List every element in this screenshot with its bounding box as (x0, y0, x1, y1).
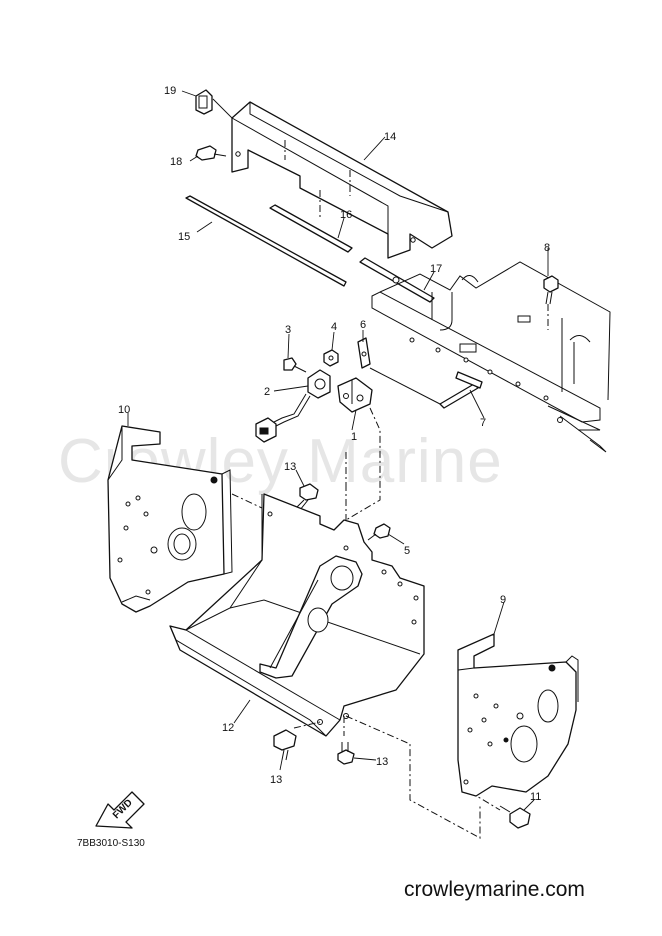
part-10-left-plate (107, 425, 263, 613)
part-9-right-plate (457, 633, 579, 797)
part-12-base-bracket (169, 493, 425, 737)
part-1-bracket (337, 377, 373, 413)
fwd-arrow-icon: FWD (95, 791, 145, 829)
callout-10: 10 (118, 404, 130, 416)
site-url[interactable]: crowleymarine.com (404, 878, 585, 901)
part-11-screw (499, 805, 531, 829)
callout-13-bottom-left: 13 (270, 774, 282, 786)
diagram-code: 7BB3010-S130 (77, 838, 145, 849)
part-13-bolt-bottom-left (273, 729, 297, 761)
part-6-clip (357, 337, 371, 369)
callout-19: 19 (164, 85, 176, 97)
part-7-link-rod (369, 367, 483, 409)
part-3-screw (283, 357, 307, 373)
callout-16: 16 (340, 209, 352, 221)
part-19-grommet (195, 89, 213, 115)
callout-2: 2 (264, 386, 270, 398)
engine-bracket-background (371, 261, 611, 453)
part-5-screw (367, 523, 391, 541)
part-2-switch (255, 369, 331, 443)
callout-5: 5 (404, 545, 410, 557)
part-4-nut (323, 349, 339, 367)
part-13-bolt-bottom-right (337, 742, 355, 765)
callout-3: 3 (285, 324, 291, 336)
callout-13-top: 13 (284, 461, 296, 473)
callout-15: 15 (178, 231, 190, 243)
callout-18: 18 (170, 156, 182, 168)
callout-11: 11 (530, 791, 541, 803)
callout-9: 9 (500, 594, 506, 606)
part-18-screw (195, 145, 227, 161)
callout-8: 8 (544, 242, 550, 254)
callout-13-bottom-right: 13 (376, 756, 388, 768)
part-15-strip (185, 195, 347, 287)
callout-6: 6 (360, 319, 366, 331)
callout-7: 7 (480, 417, 486, 429)
callout-12: 12 (222, 722, 234, 734)
callout-14: 14 (384, 131, 396, 143)
part-16-strip (269, 204, 353, 253)
part-8-bolt (543, 275, 559, 330)
callout-1: 1 (351, 431, 357, 443)
callout-17: 17 (430, 263, 442, 275)
part-14-cover (231, 101, 453, 259)
callout-4: 4 (331, 321, 337, 333)
part-17-strip (359, 257, 435, 303)
